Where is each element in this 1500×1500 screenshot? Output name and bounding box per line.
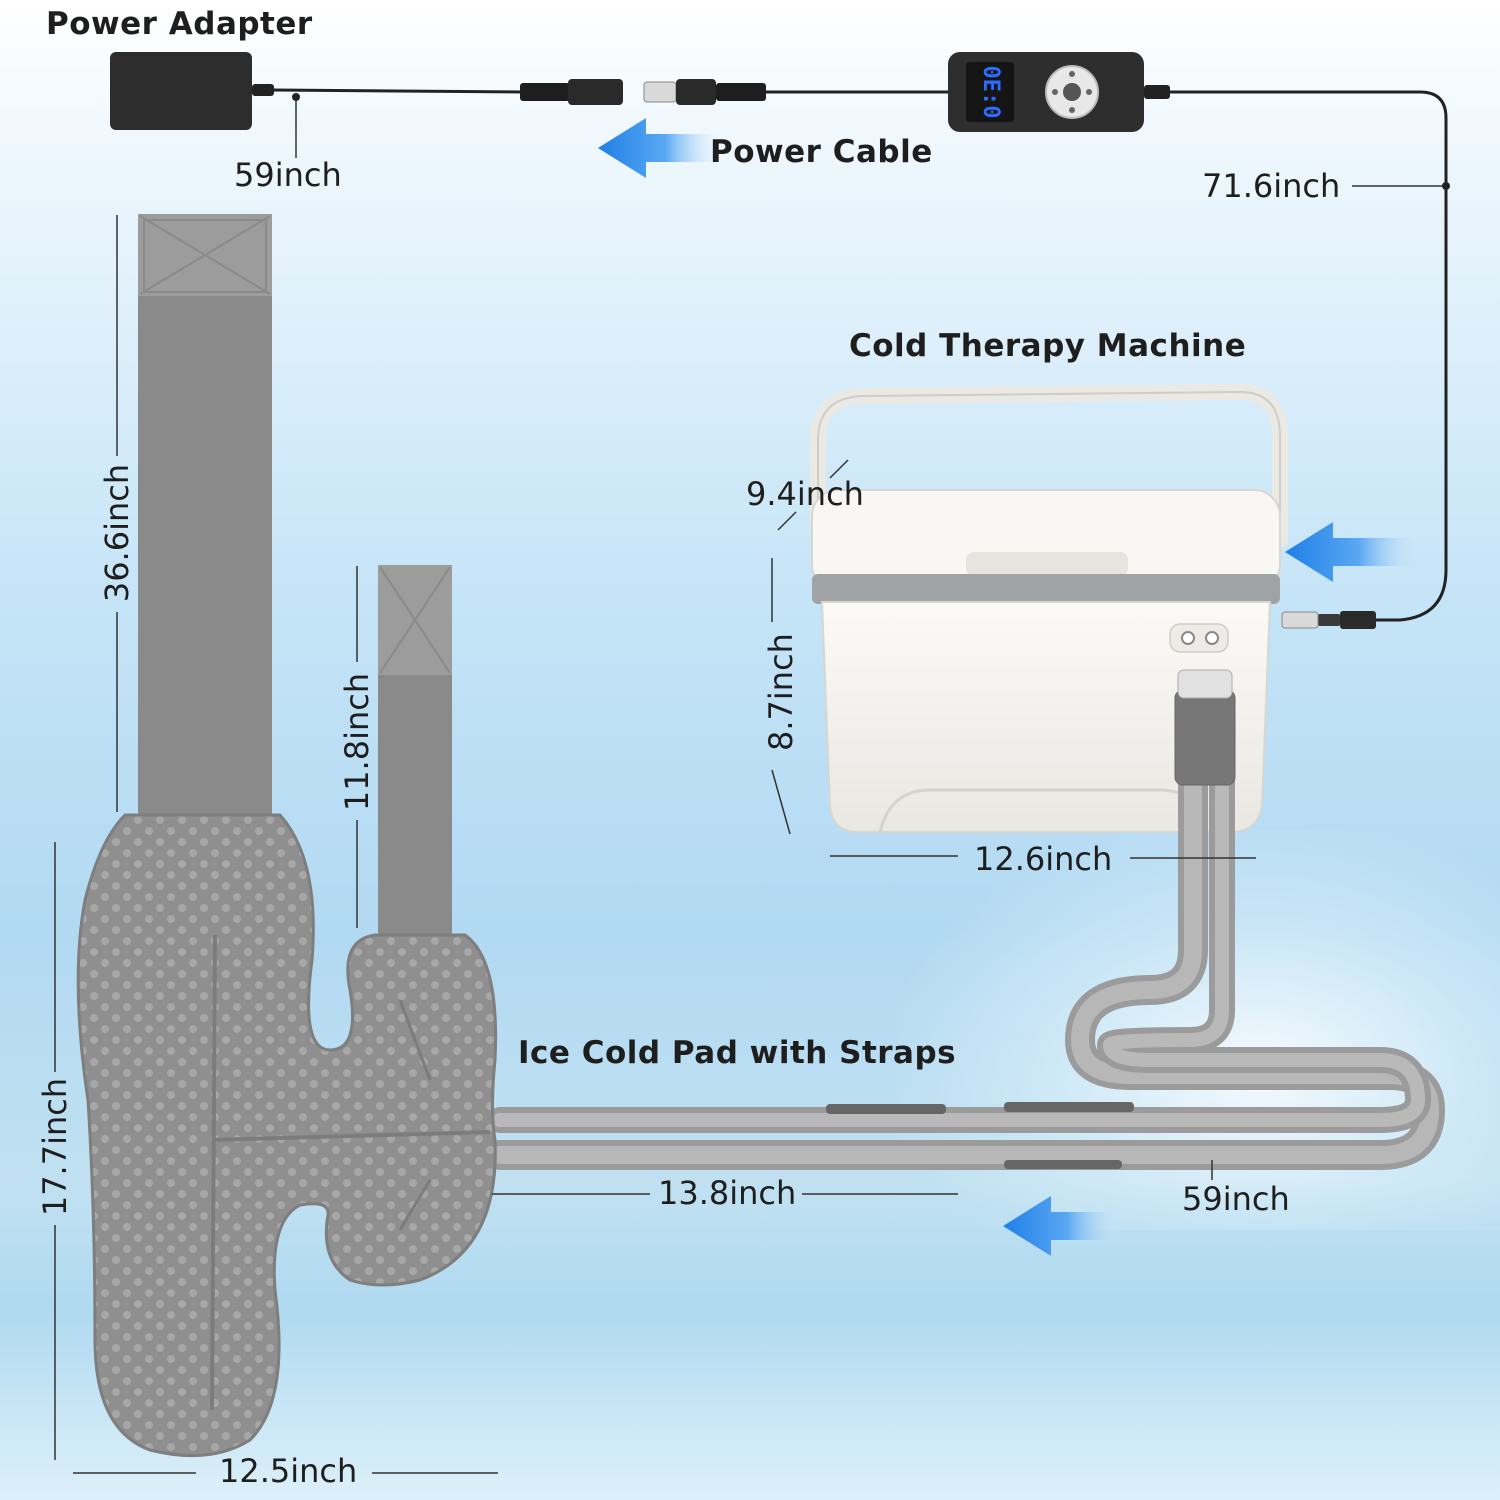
hose-couplers — [826, 1102, 1134, 1169]
hose-assembly — [485, 669, 1446, 1170]
machine-plug — [1281, 611, 1376, 629]
controller-display: 0E:0 — [978, 66, 1003, 119]
pad-tube-length-label: 13.8inch — [658, 1174, 797, 1212]
adapter-cord-length: 59inch — [234, 156, 342, 194]
dc-connectors — [520, 79, 948, 105]
flow-arrow-icon — [1285, 522, 1420, 582]
hose-length-label: 59inch — [1182, 1180, 1290, 1218]
long-strap-length: 36.6inch — [98, 463, 136, 603]
long-strap — [138, 214, 272, 820]
pad-height-label: 17.7inch — [36, 1077, 74, 1217]
pad-label: Ice Cold Pad with Straps — [518, 1035, 957, 1071]
machine-width-label: 12.6inch — [974, 840, 1113, 878]
machine-label: Cold Therapy Machine — [849, 328, 1247, 364]
machine-height-label: 8.7inch — [762, 633, 800, 751]
cable-length-label: 71.6inch — [1202, 167, 1341, 205]
power-adapter-label: Power Adapter — [46, 6, 313, 42]
short-strap-length: 11.8inch — [338, 672, 376, 812]
ice-cold-pad — [76, 813, 498, 1458]
flow-arrow-icon — [598, 118, 720, 178]
dimension-lines — [54, 215, 1256, 1474]
pad-width-label: 12.5inch — [219, 1452, 358, 1490]
machine-depth-label: 9.4inch — [746, 475, 864, 513]
flow-arrow-icon — [1003, 1196, 1120, 1256]
short-strap — [378, 565, 452, 940]
controller — [948, 52, 1448, 622]
power-cable-label: Power Cable — [710, 134, 933, 170]
power-adapter — [110, 52, 526, 158]
